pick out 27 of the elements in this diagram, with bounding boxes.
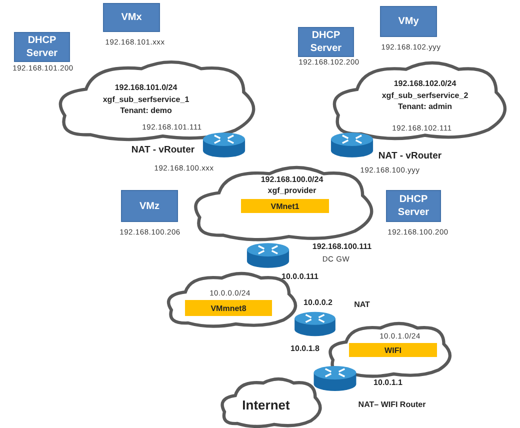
network-address: 192.168.100.0/24 xyxy=(260,176,324,184)
network-address: 192.168.101.0/24 xyxy=(114,84,178,92)
router-label: NAT– WIFI Router xyxy=(358,401,426,409)
router-label: NAT xyxy=(354,301,370,309)
network-name: xgf_provider xyxy=(268,187,316,195)
network-name: xgf_sub_serfservice_2 xyxy=(382,92,468,100)
network-name: xgf_sub_serfservice_1 xyxy=(102,96,190,104)
tenant-label: Tenant: demo xyxy=(120,107,172,115)
ip-address-label: 10.0.1.8 xyxy=(290,345,320,353)
network-tag: VMnet1 xyxy=(241,199,329,213)
router-label: NAT - vRouter xyxy=(378,151,442,161)
ip-address-label: 10.0.0.111 xyxy=(282,273,318,281)
server-box: VMy xyxy=(380,6,437,37)
server-box: DHCP Server xyxy=(386,190,441,222)
ip-address-label: 10.0.1.1 xyxy=(374,379,402,387)
ip-address-label: 10.0.0.2 xyxy=(304,299,332,307)
server-box: DHCP Server xyxy=(14,32,70,62)
network-name: Internet xyxy=(242,398,290,412)
server-box: VMx xyxy=(103,3,160,32)
server-box: DHCP Server xyxy=(298,27,354,57)
network-address: 192.168.102.0/24 xyxy=(394,80,456,88)
ip-address-label: 192.168.100.111 xyxy=(312,243,372,251)
tenant-label: Tenant: admin xyxy=(398,103,452,111)
network-tag: VMmnet8 xyxy=(185,300,272,316)
router-label: NAT - vRouter xyxy=(131,145,195,155)
server-box: VMz xyxy=(121,190,178,222)
network-tag: WIFI xyxy=(349,343,437,357)
